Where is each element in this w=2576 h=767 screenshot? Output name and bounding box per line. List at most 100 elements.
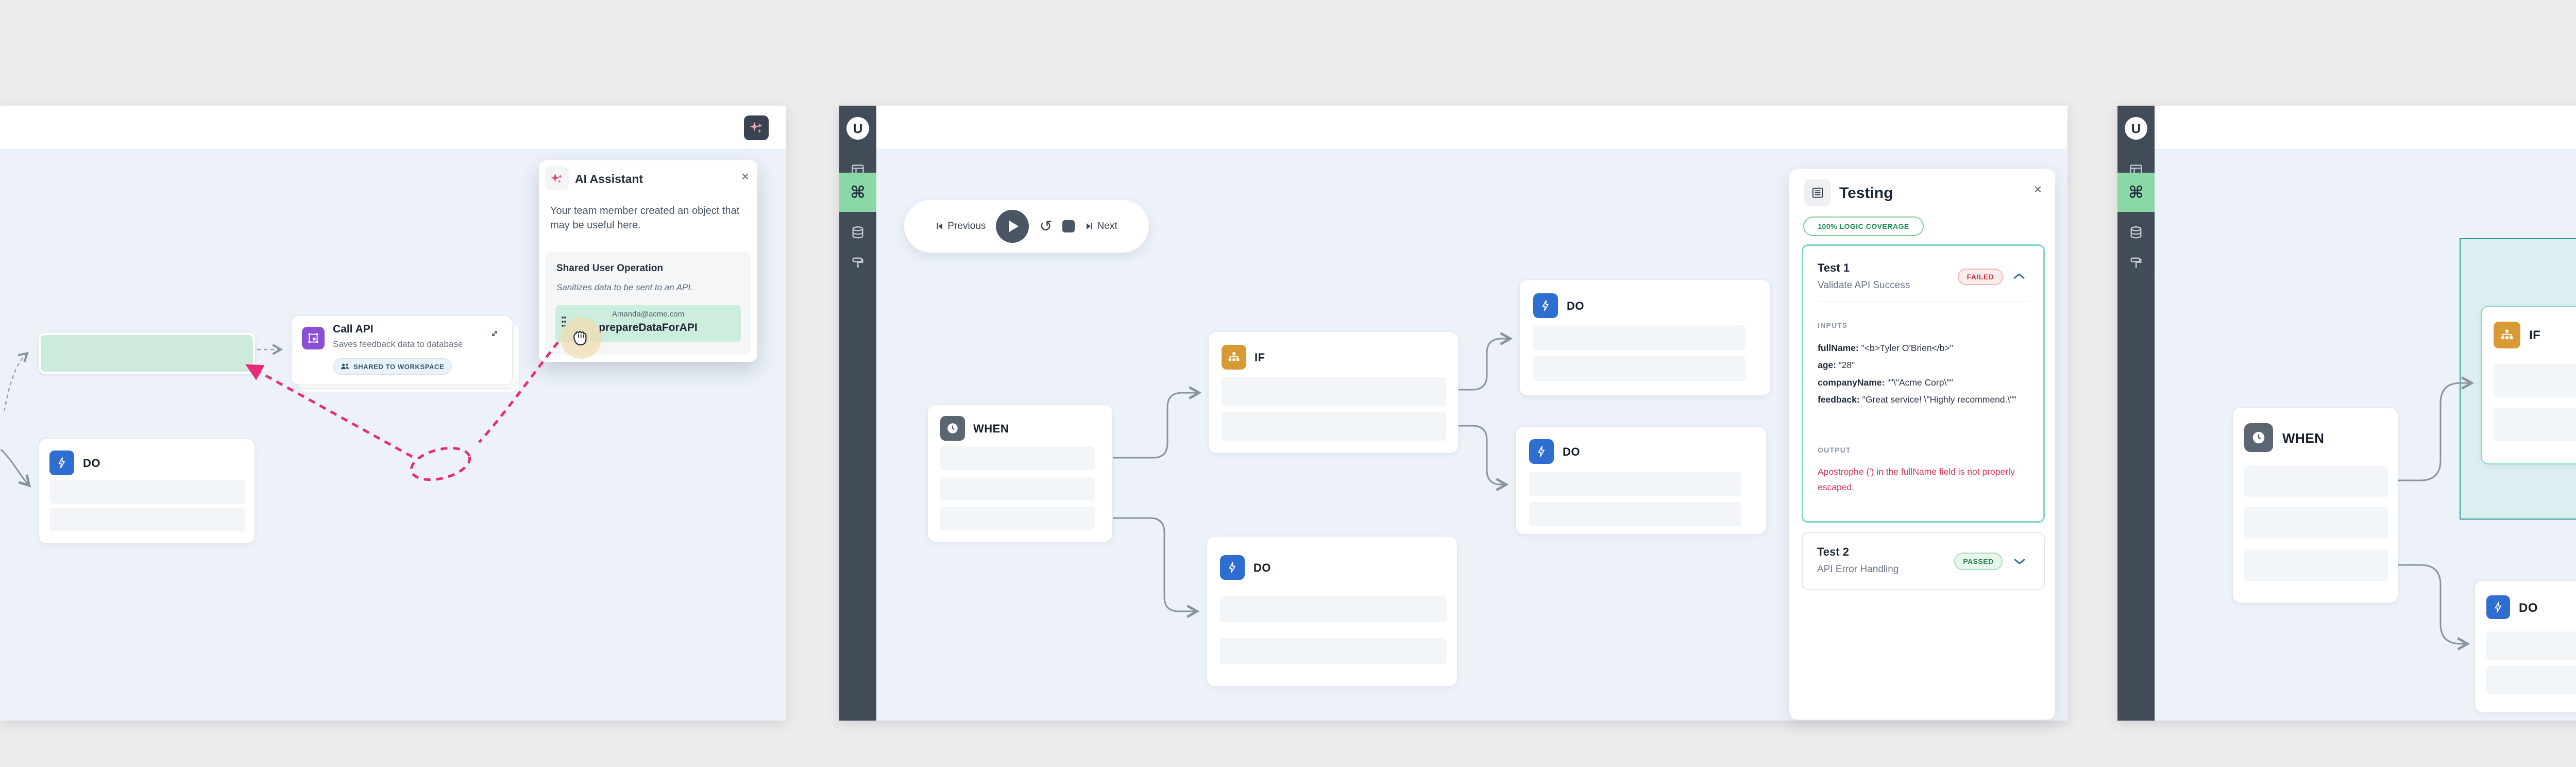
stop-button[interactable]	[1062, 220, 1075, 232]
do-node-left[interactable]: DO	[39, 438, 255, 544]
clock-icon	[2244, 423, 2273, 452]
lightning-icon	[1220, 555, 1245, 580]
placeholder-bar	[2486, 666, 2576, 694]
placeholder-bar	[2494, 408, 2576, 441]
shared-card-title: Shared User Operation	[556, 263, 663, 274]
placeholder-bar	[1220, 638, 1447, 664]
do-node-2[interactable]: DO	[1515, 426, 1767, 535]
shared-to-workspace-badge: SHARED TO WORKSPACE	[333, 358, 452, 375]
lightning-icon	[2486, 595, 2510, 619]
do-node-title: DO	[1253, 561, 1271, 574]
inputs-label: INPUTS	[1818, 321, 1848, 329]
shared-card-subtitle: Sanitizes data to be sent to an API.	[556, 282, 693, 292]
test-desc: Validate API Success	[1818, 280, 1910, 291]
test-name: Test 1	[1818, 261, 1850, 274]
close-icon[interactable]: ×	[2033, 181, 2042, 197]
test-name: Test 2	[1817, 545, 1849, 558]
chip-owner-email: Amanda@acme.com	[612, 310, 685, 319]
placeholder-bar	[1222, 412, 1446, 441]
placeholder-bar	[49, 508, 245, 531]
testing-title: Testing	[1839, 185, 1893, 202]
ai-sparkle-icon	[545, 166, 569, 190]
do-node-3[interactable]: DO	[1207, 536, 1458, 687]
status-badge-passed: PASSED	[1954, 553, 2003, 570]
sparkles-icon	[750, 122, 762, 133]
chip-operation-name: prepareDataForAPI	[599, 322, 698, 334]
when-node-title: WHEN	[2282, 430, 2325, 446]
placeholder-bar	[1529, 502, 1741, 526]
next-button[interactable]: Next	[1085, 221, 1117, 232]
app-logo: U	[846, 117, 869, 140]
previous-button[interactable]: Previous	[936, 221, 986, 232]
call-api-node[interactable]: Call API Saves feedback data to database…	[291, 315, 513, 385]
restart-button[interactable]: ↺	[1039, 217, 1053, 236]
badge-label: SHARED TO WORKSPACE	[353, 362, 445, 371]
clock-icon	[940, 416, 965, 441]
chevron-up-icon[interactable]	[2012, 272, 2026, 281]
branch-icon	[1222, 345, 1246, 370]
do-node-title: DO	[1563, 445, 1580, 458]
placeholder-bar	[2486, 631, 2576, 660]
call-api-subtitle: Saves feedback data to database	[333, 339, 463, 349]
placeholder-bar	[49, 480, 245, 504]
test-1-card[interactable]: Test 1 Validate API Success FAILED INPUT…	[1802, 244, 2045, 523]
close-icon[interactable]: ×	[741, 169, 749, 184]
app-sidebar: U ⌘	[2117, 106, 2155, 721]
if-node-title: IF	[1255, 351, 1265, 364]
placeholder-bar	[2244, 465, 2388, 497]
placeholder-bar	[1533, 325, 1745, 350]
ai-popup-title: AI Assistant	[575, 172, 643, 186]
do-node-3[interactable]: DO	[2475, 580, 2576, 713]
play-button[interactable]	[996, 210, 1029, 243]
placeholder-bar	[940, 477, 1095, 501]
placeholder-bar	[2244, 507, 2388, 539]
chevron-down-icon[interactable]	[2013, 557, 2026, 566]
sidebar-item-design[interactable]	[839, 248, 876, 278]
skip-previous-icon	[937, 223, 943, 229]
when-node[interactable]: WHEN	[2232, 407, 2398, 603]
left-header	[0, 106, 786, 149]
expand-icon[interactable]	[488, 327, 501, 340]
test-playback-toolbar: Previous ↺ Next	[904, 200, 1149, 253]
previous-label: Previous	[947, 221, 986, 231]
drop-target-highlight[interactable]	[39, 333, 255, 374]
placeholder-bar	[940, 446, 1095, 470]
sidebar-item-data[interactable]	[839, 218, 876, 248]
do-node-title: DO	[2519, 601, 2538, 615]
placeholder-bar	[1222, 377, 1446, 406]
testing-icon	[1804, 179, 1831, 206]
test-desc: API Error Handling	[1817, 564, 1899, 575]
placeholder-bar	[1533, 356, 1745, 381]
status-badge-failed: FAILED	[1958, 269, 2003, 285]
people-icon	[341, 363, 349, 370]
command-icon: ⌘	[850, 182, 866, 202]
sidebar-item-workflows[interactable]: ⌘	[2117, 173, 2155, 212]
output-label: OUTPUT	[1818, 446, 1851, 454]
when-node-title: WHEN	[973, 422, 1009, 435]
ai-assistant-toggle-button[interactable]	[744, 115, 769, 140]
sidebar-item-design[interactable]	[2117, 248, 2155, 278]
right-header	[2155, 106, 2576, 149]
branch-icon	[2494, 322, 2520, 348]
coverage-badge: 100% LOGIC COVERAGE	[1803, 216, 1924, 236]
placeholder-bar	[1220, 596, 1447, 622]
app-sidebar: U ⌘	[839, 106, 876, 721]
call-api-title: Call API	[333, 323, 374, 335]
sidebar-item-workflows[interactable]: ⌘	[839, 173, 876, 212]
lightning-icon	[49, 451, 74, 475]
when-node[interactable]: WHEN	[927, 404, 1113, 542]
sidebar-item-data[interactable]	[2117, 218, 2155, 248]
object-icon	[302, 327, 325, 349]
placeholder-bar	[1529, 472, 1741, 496]
app-logo: U	[2125, 117, 2147, 140]
placeholder-bar	[2494, 364, 2576, 397]
if-node-title: IF	[2529, 328, 2541, 342]
play-icon	[1009, 221, 1019, 232]
test-2-card[interactable]: Test 2 API Error Handling PASSED	[1802, 532, 2045, 590]
do-node-1[interactable]: DO	[1519, 279, 1771, 396]
if-node[interactable]: IF	[1208, 331, 1459, 454]
grab-cursor-icon	[573, 331, 587, 346]
if-node-selected[interactable]: IF	[2481, 306, 2576, 464]
next-label: Next	[1097, 221, 1117, 231]
skip-next-icon	[1087, 223, 1092, 229]
